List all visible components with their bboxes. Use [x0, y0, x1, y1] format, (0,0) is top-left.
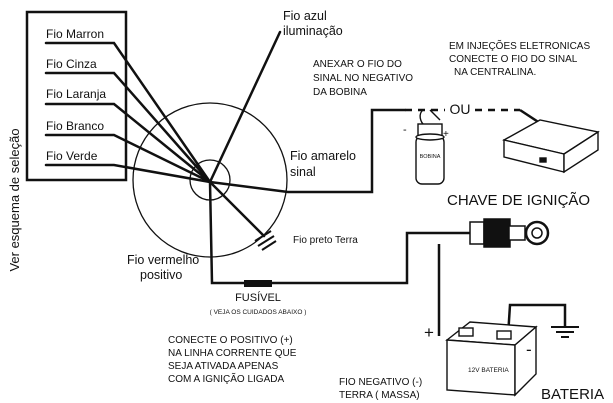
positivo-note: CONECTE O POSITIVO (+) NA LINHA CORRENTE…: [168, 335, 299, 385]
wire-azul: [208, 30, 282, 184]
wire-preto: [208, 180, 266, 238]
battery-inner-label: 12V BATERIA: [468, 367, 509, 374]
wire-vermelho: [208, 180, 472, 285]
fio-vermelho-label: Fio vermelho positivo: [127, 253, 203, 282]
injecao-note: EM INJEÇÕES ELETRONICAS CONECTE O FIO DO…: [449, 39, 593, 78]
wire-cinza: [44, 71, 212, 184]
battery-ground-icon: [551, 326, 579, 338]
fusivel-label: FUSÍVEL: [235, 291, 281, 304]
wire-label-laranja: Fio Laranja: [46, 87, 106, 101]
wire-bateria-negativo: [506, 303, 567, 337]
wire-marron: [44, 41, 212, 184]
fio-preto-label: Fio preto Terra: [293, 235, 358, 246]
wire-amarelo: [208, 108, 407, 194]
wire-label-branco: Fio Branco: [46, 119, 104, 133]
battery-plus: +: [424, 323, 434, 342]
bobina-label: BOBINA: [420, 154, 441, 160]
anexar-note: ANEXAR O FIO DO SINAL NO NEGATIVO DA BOB…: [313, 59, 416, 98]
wire-branco: [44, 133, 212, 184]
gauge-outer-circle: [132, 102, 288, 258]
wire-laranja: [44, 102, 212, 184]
bobina-coil-icon: [415, 109, 445, 185]
bobina-plus: +: [443, 129, 449, 140]
side-label: Ver esquema de seleção: [7, 128, 22, 271]
ignition-key-icon: [469, 218, 550, 248]
gauge-ground-icon: [254, 230, 277, 251]
negativo-note: FIO NEGATIVO (-) TERRA ( MASSA): [339, 377, 425, 401]
wire-verde: [44, 163, 212, 184]
wire-fan: [44, 30, 472, 285]
battery-wires: [437, 244, 567, 337]
fio-amarelo-label: Fio amarelo sinal: [290, 149, 359, 179]
fusivel-icon: [244, 280, 272, 287]
centralina-box-icon: [502, 119, 600, 174]
fio-azul-label: Fio azul iluminação: [283, 9, 343, 38]
wire-label-verde: Fio Verde: [46, 149, 98, 163]
battery-minus: -: [526, 340, 532, 359]
chave-label: CHAVE DE IGNIÇÃO: [447, 192, 590, 209]
bateria-label: BATERIA: [541, 386, 604, 403]
bobina-minus: -: [403, 124, 407, 136]
fusivel-note: ( VEJA OS CUIDADOS ABAIXO ): [210, 309, 307, 316]
wire-label-cinza: Fio Cinza: [46, 57, 97, 71]
wire-selection-box: [25, 10, 128, 182]
ou-label: OU: [450, 101, 471, 117]
battery-icon: [445, 321, 538, 397]
wire-label-marron: Fio Marron: [46, 27, 104, 41]
